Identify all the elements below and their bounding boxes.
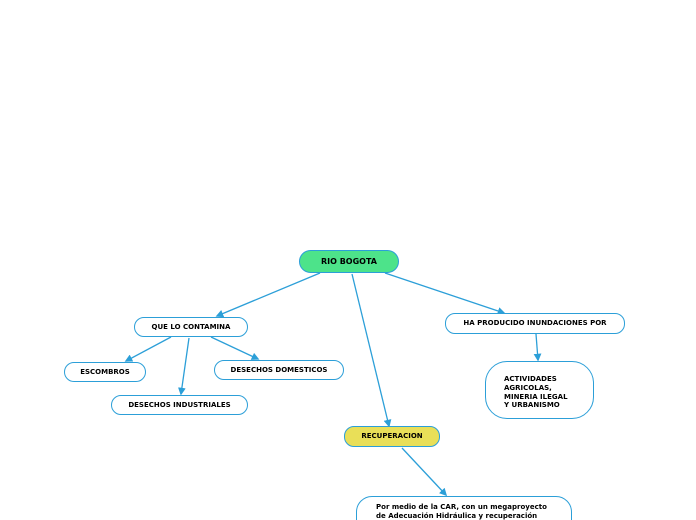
node-actividades-label: ACTIVIDADES AGRICOLAS, MINERIA ILEGAL Y … [504, 375, 568, 410]
node-recuperacion[interactable]: RECUPERACION [344, 426, 440, 447]
node-car-megaproyecto-label: Por medio de la CAR, con un megaproyecto… [376, 503, 547, 520]
node-que-lo-contamina[interactable]: QUE LO CONTAMINA [134, 317, 248, 337]
node-desechos-domesticos[interactable]: DESECHOS DOMESTICOS [214, 360, 344, 380]
node-inundaciones[interactable]: HA PRODUCIDO INUNDACIONES POR [445, 313, 625, 334]
link-contamina-escombros [124, 336, 172, 362]
node-desechos-domesticos-label: DESECHOS DOMESTICOS [230, 365, 328, 374]
node-rio-bogota-label: RIO BOGOTA [320, 256, 377, 266]
node-escombros[interactable]: ESCOMBROS [64, 362, 146, 382]
node-car-megaproyecto[interactable]: Por medio de la CAR, con un megaproyecto… [356, 496, 572, 520]
node-desechos-industriales[interactable]: DESECHOS INDUSTRIALES [111, 395, 248, 415]
link-root-recuperacion [351, 273, 392, 428]
node-desechos-industriales-label: DESECHOS INDUSTRIALES [128, 400, 231, 409]
link-contamina-domesticos [210, 336, 260, 360]
node-escombros-label: ESCOMBROS [80, 367, 130, 376]
node-actividades[interactable]: ACTIVIDADES AGRICOLAS, MINERIA ILEGAL Y … [485, 361, 594, 419]
node-que-lo-contamina-label: QUE LO CONTAMINA [151, 322, 231, 331]
link-root-inundaciones [384, 272, 506, 315]
node-recuperacion-label: RECUPERACION [361, 432, 423, 441]
link-recuperacion-carnote [401, 447, 448, 497]
node-rio-bogota[interactable]: RIO BOGOTA [299, 250, 399, 273]
link-root-contamina [215, 272, 321, 318]
node-inundaciones-label: HA PRODUCIDO INUNDACIONES POR [463, 319, 607, 328]
link-contamina-industriales [178, 337, 190, 396]
link-inundaciones-actividades [533, 333, 542, 362]
